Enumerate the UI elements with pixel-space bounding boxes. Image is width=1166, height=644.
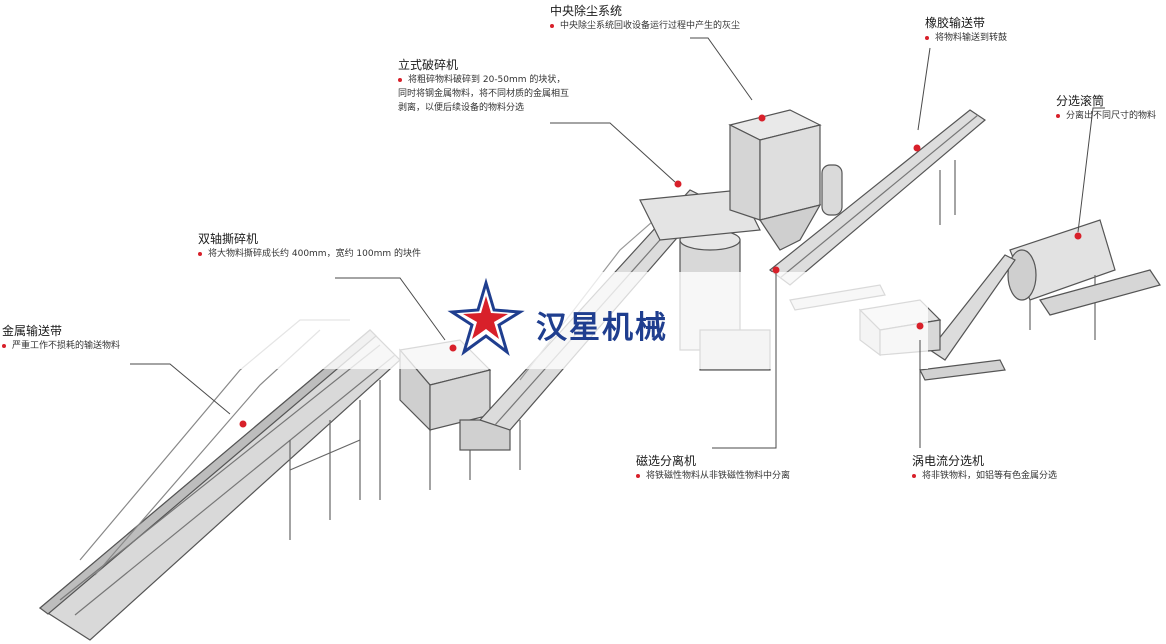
label-rubber-belt: 橡胶输送带 将物料输送到转鼓	[925, 14, 1007, 45]
label-shredder-desc: 将大物料撕碎成长约 400mm，宽约 100mm 的块件	[208, 249, 422, 259]
bullet-icon	[2, 343, 6, 348]
label-magnet-desc: 将铁磁性物料从非铁磁性物料中分离	[646, 471, 791, 481]
label-magnet: 磁选分离机 将铁磁性物料从非铁磁性物料中分离	[636, 452, 790, 483]
label-dust-title: 中央除尘系统	[550, 4, 623, 18]
label-drum: 分选滚筒 分离出不同尺寸的物料	[1056, 92, 1156, 123]
metal-conveyor-drawing	[38, 319, 401, 641]
label-eddy-desc: 将非铁物料，如铝等有色金属分选	[922, 471, 1058, 481]
label-metal-belt: 金属输送带 严重工作不损耗的输送物料	[2, 322, 120, 353]
label-crusher-desc3: 剥离，以便后续设备的物料分选	[398, 103, 525, 113]
bullet-icon	[1056, 113, 1060, 118]
label-magnet-title: 磁选分离机	[636, 454, 697, 468]
logo-text: 汉星机械	[536, 310, 668, 346]
sorting-drum-drawing	[1007, 219, 1161, 340]
bullet-icon	[550, 23, 554, 28]
label-crusher-title: 立式破碎机	[398, 58, 459, 72]
label-drum-title: 分选滚筒	[1056, 94, 1105, 108]
bullet-icon	[198, 251, 202, 256]
label-shredder-title: 双轴撕碎机	[198, 232, 259, 246]
label-drum-desc: 分离出不同尺寸的物料	[1066, 111, 1157, 121]
label-shredder: 双轴撕碎机 将大物料撕碎成长约 400mm，宽约 100mm 的块件	[198, 230, 421, 261]
bullet-icon	[398, 77, 402, 82]
label-metal-belt-title: 金属输送带	[2, 324, 63, 338]
label-eddy: 涡电流分选机 将非铁物料，如铝等有色金属分选	[912, 452, 1057, 483]
label-rubber-belt-desc: 将物料输送到转鼓	[935, 33, 1008, 43]
label-crusher-desc2: 同时将钢金属物料，将不同材质的金属相互	[398, 89, 570, 99]
label-dust-desc: 中央除尘系统回收设备运行过程中产生的灰尘	[560, 21, 741, 31]
label-eddy-title: 涡电流分选机	[912, 454, 985, 468]
label-crusher-desc1: 将粗碎物料破碎到 20-50mm 的块状，	[408, 75, 566, 85]
label-metal-belt-desc: 严重工作不损耗的输送物料	[12, 341, 121, 351]
bullet-icon	[912, 473, 916, 478]
label-crusher: 立式破碎机 将粗碎物料破碎到 20-50mm 的块状， 同时将钢金属物料，将不同…	[398, 56, 569, 115]
label-rubber-belt-title: 橡胶输送带	[925, 16, 986, 30]
bullet-icon	[636, 473, 640, 478]
label-dust: 中央除尘系统 中央除尘系统回收设备运行过程中产生的灰尘	[550, 2, 740, 33]
bullet-icon	[925, 35, 929, 40]
dust-collector-drawing	[728, 109, 843, 251]
drum-belt-drawing	[919, 254, 1016, 381]
